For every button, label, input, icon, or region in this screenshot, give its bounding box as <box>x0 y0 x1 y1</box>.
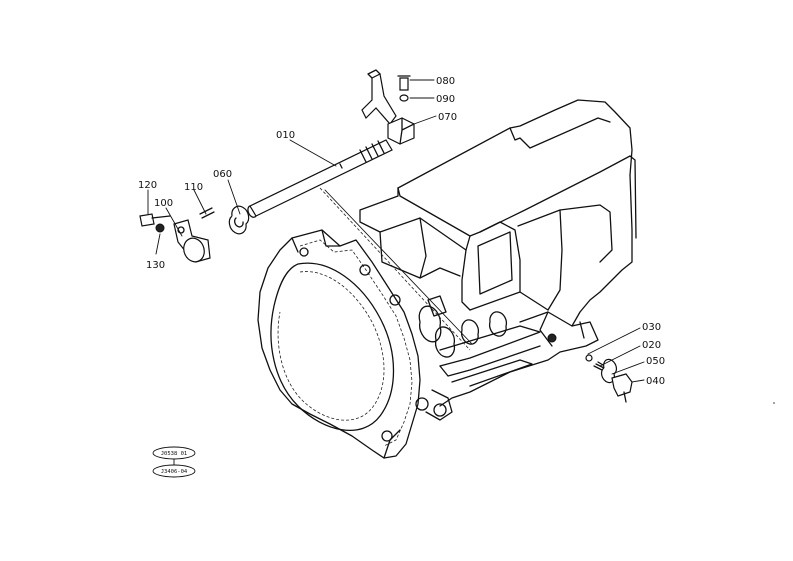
callout-010: 010 <box>276 130 295 141</box>
callout-130: 130 <box>146 260 165 271</box>
shift-rod <box>247 139 473 351</box>
callout-090: 090 <box>436 94 455 105</box>
callout-070: 070 <box>438 112 457 123</box>
callout-100: 100 <box>154 198 173 209</box>
stamp-lower: J3406-04 <box>161 469 188 475</box>
callout-080: 080 <box>436 76 455 87</box>
callout-030: 030 <box>642 322 661 333</box>
plug-assembly <box>585 354 633 403</box>
callout-050: 050 <box>646 356 665 367</box>
callout-020: 020 <box>642 340 661 351</box>
callout-110: 110 <box>184 182 203 193</box>
transmission-housing <box>359 99 637 421</box>
callout-120: 120 <box>138 180 157 191</box>
callout-labels: 080 090 070 010 060 110 120 100 130 030 … <box>138 76 665 387</box>
callout-060: 060 <box>213 169 232 180</box>
bell-housing <box>257 229 421 459</box>
callout-040: 040 <box>646 376 665 387</box>
stamp-upper: J0538 01 <box>161 451 188 457</box>
reference-stamps: J0538 01 J3406-04 <box>152 446 196 478</box>
leader-lines <box>147 79 645 383</box>
speck-dot <box>773 402 775 404</box>
shift-fork <box>361 69 415 145</box>
detent-bracket-assembly <box>139 205 250 263</box>
